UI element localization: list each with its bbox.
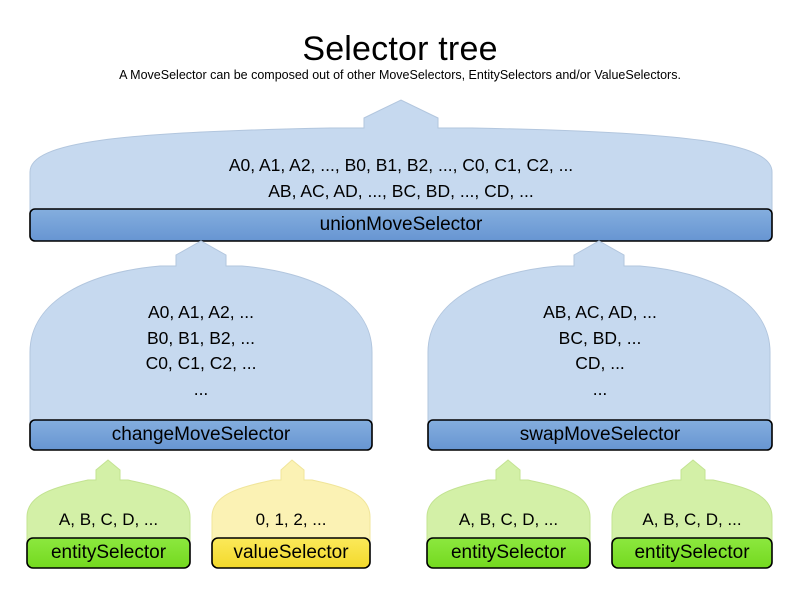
label-entitySelector-1: entitySelector (50, 542, 167, 563)
funnel-valueSelector-1-output (211, 459, 371, 542)
page-subtitle: A MoveSelector can be composed out of ot… (119, 68, 681, 82)
box-entitySelector-2[interactable] (426, 537, 591, 569)
label-swapMoveSelector: swapMoveSelector (519, 424, 681, 445)
outputs-entitySelector-3: A, B, C, D, ... (642, 510, 742, 529)
outputs-entitySelector-1: A, B, C, D, ... (58, 510, 159, 529)
outputs-swapMoveSelector: AB, AC, AD, ... BC, BD, ... CD, ... ... (543, 302, 657, 399)
box-changeMoveSelector[interactable] (29, 419, 373, 451)
box-entitySelector-3[interactable] (611, 537, 773, 569)
funnel-entitySelector-2-output (426, 459, 591, 542)
label-entitySelector-3: entitySelector (634, 542, 750, 563)
label-changeMoveSelector: changeMoveSelector (111, 424, 291, 445)
page-title: Selector tree (302, 30, 498, 68)
funnel-entitySelector-3-output (611, 459, 773, 542)
label-unionMoveSelector: unionMoveSelector (319, 214, 483, 235)
funnel-entitySelector-1-output (26, 459, 191, 542)
box-valueSelector-1[interactable] (211, 537, 371, 569)
outputs-changeMoveSelector: A0, A1, A2, ... B0, B1, B2, ... C0, C1, … (145, 302, 257, 399)
box-swapMoveSelector[interactable] (427, 419, 773, 451)
outputs-valueSelector-1: 0, 1, 2, ... (255, 510, 327, 529)
label-entitySelector-2: entitySelector (450, 542, 567, 563)
outputs-unionMoveSelector: A0, A1, A2, ..., B0, B1, B2, ..., C0, C1… (228, 155, 574, 201)
box-entitySelector-1[interactable] (26, 537, 191, 569)
funnel-changeMoveSelector-output (29, 240, 373, 427)
funnel-swapMoveSelector-output (427, 240, 771, 427)
box-unionMoveSelector[interactable] (29, 208, 773, 242)
funnel-union-output (29, 99, 773, 213)
label-valueSelector-1: valueSelector (233, 542, 349, 563)
outputs-entitySelector-2: A, B, C, D, ... (458, 510, 559, 529)
